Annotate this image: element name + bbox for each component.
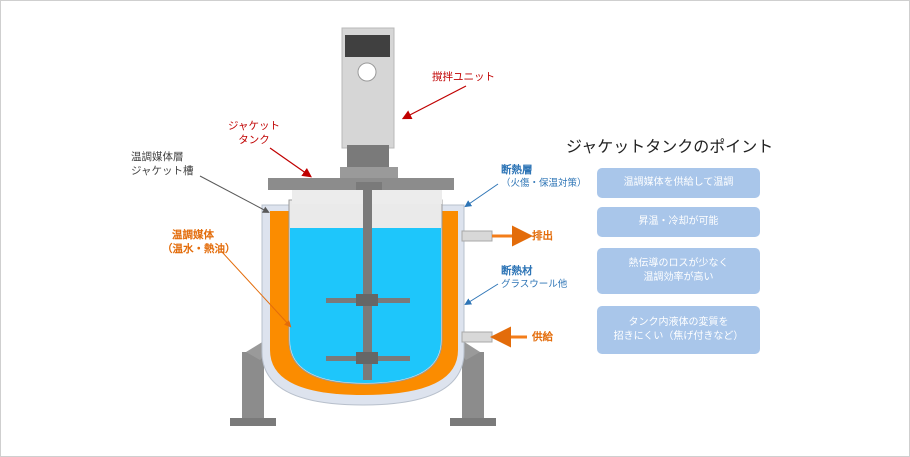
insulation-material-arrow	[464, 283, 499, 306]
label-medium: 温調媒体 （温水・熱油）	[162, 228, 236, 256]
label-medium-line1: 温調媒体	[172, 229, 214, 241]
label-inlet: 供給	[532, 331, 553, 343]
stirring-unit-arrow	[401, 85, 467, 120]
inlet-pipe	[461, 331, 493, 343]
point-text-3: 熱伝導のロスが少なく 温調効率が高い	[628, 258, 729, 283]
label-insulation-material: 断熱材 グラスウール他	[501, 264, 567, 292]
label-medium-layer: 温調媒体層 ジャケット槽	[131, 150, 193, 178]
label-jacket-tank-line2: タンク	[238, 134, 270, 146]
medium-arrow	[221, 251, 292, 328]
point-text-2: 昇温・冷却が可能	[638, 216, 719, 227]
medium-layer-arrow	[199, 175, 270, 213]
label-insulation-layer: 断熱層 （火傷・保温対策）	[501, 163, 587, 191]
label-insulation-material-sub: グラスウール他	[501, 279, 568, 290]
label-medium-layer-line1: 温調媒体層	[131, 151, 184, 163]
point-box-3: 熱伝導のロスが少なく 温調効率が高い	[597, 248, 760, 294]
label-insulation-layer-sub: （火傷・保温対策）	[501, 178, 587, 189]
agitator-shaft	[326, 186, 410, 380]
insulation-layer-arrow	[464, 183, 499, 208]
label-medium-line2: （温水・熱油）	[162, 243, 236, 255]
point-box-2: 昇温・冷却が可能	[597, 207, 760, 237]
outlet-pipe	[461, 230, 493, 242]
panel-title: ジャケットタンクのポイント	[566, 137, 774, 156]
point-text-4: タンク内液体の変質を 招きにくい（焦げ付きなど）	[613, 317, 744, 342]
jacket-tank-arrow	[269, 147, 312, 178]
stirring-unit	[340, 27, 398, 190]
label-medium-layer-line2: ジャケット槽	[131, 165, 194, 177]
point-box-4: タンク内液体の変質を 招きにくい（焦げ付きなど）	[597, 306, 760, 354]
label-stirring-unit: 撹拌ユニット	[432, 71, 495, 83]
point-box-1: 温調媒体を供給して温調	[597, 168, 760, 198]
label-insulation-material-title: 断熱材	[501, 265, 533, 277]
label-jacket-tank: ジャケット タンク	[228, 119, 280, 147]
label-jacket-tank-line1: ジャケット	[228, 120, 280, 132]
label-outlet: 排出	[532, 230, 553, 242]
label-insulation-layer-title: 断熱層	[501, 164, 533, 176]
point-text-1: 温調媒体を供給して温調	[623, 177, 734, 188]
